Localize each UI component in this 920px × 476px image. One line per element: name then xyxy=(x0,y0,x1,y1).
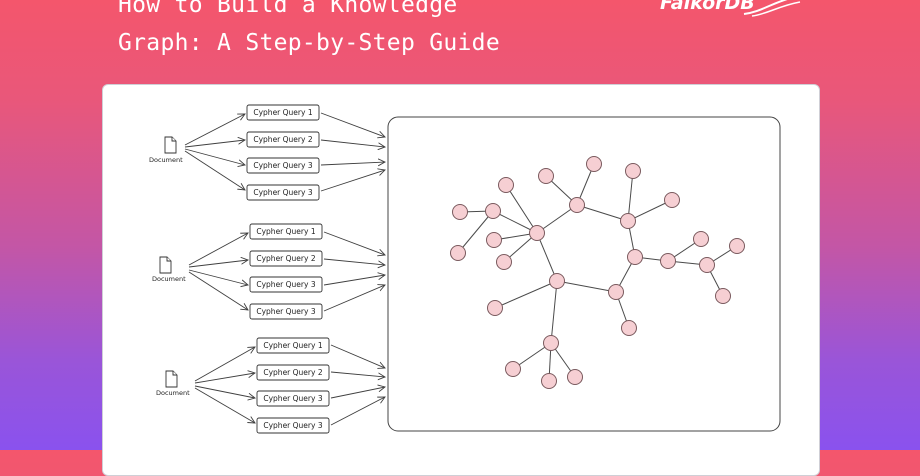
graph-node xyxy=(498,177,514,193)
query-box: Cypher Query 1 xyxy=(246,104,320,121)
graph-node xyxy=(543,335,559,351)
arrow xyxy=(184,140,245,148)
arrow xyxy=(188,269,248,285)
query-box: Cypher Query 3 xyxy=(256,390,330,407)
arrow xyxy=(194,385,255,398)
document-label: Document xyxy=(156,389,190,397)
document-label: Document xyxy=(149,156,183,164)
arrow xyxy=(320,170,385,192)
graph-node xyxy=(485,203,501,219)
query-label: Cypher Query 3 xyxy=(263,394,322,403)
logo-swoosh-icon xyxy=(743,0,801,17)
arrow xyxy=(320,139,385,147)
graph-node xyxy=(569,197,585,213)
query-box: Cypher Query 3 xyxy=(246,157,320,174)
query-box: Cypher Query 2 xyxy=(249,250,323,267)
document-group-1: Document Cypher Query 1 Cypher Query 2 C… xyxy=(149,104,385,201)
graph-node xyxy=(729,238,745,254)
page-title: How to Build a Knowledge Graph: A Step-b… xyxy=(118,0,500,62)
query-label: Cypher Query 1 xyxy=(263,341,322,350)
arrow xyxy=(188,260,248,268)
arrow xyxy=(330,344,385,368)
query-label: Cypher Query 3 xyxy=(253,161,312,170)
graph-node xyxy=(486,232,502,248)
pipeline-diagram: Document Cypher Query 1 Cypher Query 2 C… xyxy=(149,104,781,434)
graph-node xyxy=(620,213,636,229)
knowledge-graph xyxy=(450,156,745,389)
document-group-2: Document Cypher Query 1 Cypher Query 2 C… xyxy=(152,223,385,320)
query-box: Cypher Query 3 xyxy=(246,184,320,201)
arrow xyxy=(323,285,385,312)
arrow xyxy=(194,373,255,384)
query-label: Cypher Query 1 xyxy=(253,108,312,117)
document-icon xyxy=(159,256,172,274)
graph-node xyxy=(625,163,641,179)
graph-node xyxy=(452,204,468,220)
graph-node xyxy=(538,168,554,184)
graph-node xyxy=(715,288,731,304)
query-label: Cypher Query 2 xyxy=(256,254,315,263)
graph-node xyxy=(541,373,557,389)
document-icon xyxy=(165,370,178,388)
graph-node xyxy=(608,284,624,300)
query-box: Cypher Query 1 xyxy=(249,223,323,240)
arrow xyxy=(323,231,385,255)
arrow xyxy=(323,258,385,265)
query-box: Cypher Query 2 xyxy=(256,364,330,381)
query-box: Cypher Query 3 xyxy=(256,417,330,434)
query-box: Cypher Query 2 xyxy=(246,131,320,148)
graph-node xyxy=(529,225,545,241)
arrow xyxy=(320,112,385,137)
arrow xyxy=(188,271,248,310)
document-label: Document xyxy=(152,275,186,283)
arrow xyxy=(330,397,385,426)
query-label: Cypher Query 3 xyxy=(256,307,315,316)
falkordb-logo: FalkorDB xyxy=(660,0,755,15)
query-label: Cypher Query 2 xyxy=(263,368,322,377)
graph-node xyxy=(487,300,503,316)
arrow xyxy=(320,162,385,165)
graph-node xyxy=(627,249,643,265)
title-line-1: How to Build a Knowledge xyxy=(118,0,458,18)
graph-node xyxy=(586,156,602,172)
graph-node xyxy=(693,231,709,247)
arrow xyxy=(184,150,245,190)
query-box: Cypher Query 1 xyxy=(256,337,330,354)
graph-node xyxy=(660,253,676,269)
graph-node xyxy=(699,257,715,273)
arrow xyxy=(184,148,245,165)
arrow xyxy=(184,114,245,146)
logo-text: FalkorDB xyxy=(660,0,755,14)
graph-node xyxy=(549,273,565,289)
query-label: Cypher Query 3 xyxy=(253,188,312,197)
query-label: Cypher Query 1 xyxy=(256,227,315,236)
document-icon xyxy=(164,136,177,154)
query-label: Cypher Query 2 xyxy=(253,135,312,144)
query-box: Cypher Query 3 xyxy=(249,276,323,293)
arrow xyxy=(330,387,385,399)
query-label: Cypher Query 3 xyxy=(256,280,315,289)
arrow xyxy=(188,233,248,266)
graph-node xyxy=(450,245,466,261)
document-group-3: Document Cypher Query 1 Cypher Query 2 C… xyxy=(156,337,385,434)
arrow xyxy=(194,387,255,423)
graph-nodes xyxy=(450,156,745,389)
query-box: Cypher Query 3 xyxy=(249,303,323,320)
graph-node xyxy=(496,254,512,270)
graph-node xyxy=(664,192,680,208)
graph-node xyxy=(621,320,637,336)
query-label: Cypher Query 3 xyxy=(263,421,322,430)
graph-node xyxy=(567,369,583,385)
diagram-card: Document Cypher Query 1 Cypher Query 2 C… xyxy=(102,84,820,476)
arrow xyxy=(194,347,255,382)
arrow xyxy=(330,371,385,377)
arrow xyxy=(323,275,385,286)
knowledge-graph-frame xyxy=(387,116,781,432)
title-line-2: Graph: A Step-by-Step Guide xyxy=(118,30,500,56)
graph-node xyxy=(505,361,521,377)
